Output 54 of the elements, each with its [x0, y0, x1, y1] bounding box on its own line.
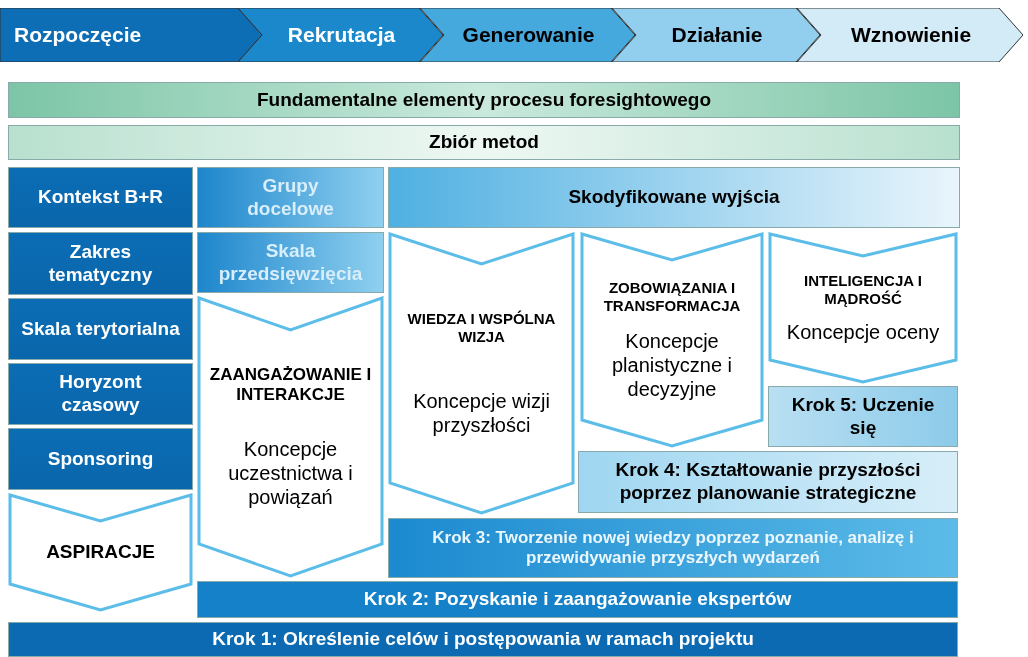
- step-box: [197, 581, 958, 618]
- category-box: [197, 167, 384, 228]
- step-box: [768, 386, 958, 447]
- label: Krok 5: Uczenie się: [790, 393, 936, 440]
- category-box: [8, 363, 193, 425]
- category-box: [8, 428, 193, 490]
- phase-tab: [612, 8, 820, 62]
- step-box: [578, 451, 958, 513]
- label: Krok 2: Pozyskanie i zaangażowanie ekspertów: [363, 588, 792, 611]
- banner: [8, 82, 960, 118]
- phase-tab: [420, 8, 635, 62]
- phase-tab: [0, 8, 262, 62]
- label: Działanie: [671, 22, 763, 48]
- label: Krok 3: Tworzenie nowej wiedzy poprzez poznanie, analizę i przewidywanie przyszłych wydarzeń: [431, 527, 915, 569]
- label: Fundamentalne elementy procesu foresightowego: [257, 88, 711, 112]
- label: Wznowienie: [850, 22, 972, 48]
- heading: ZAANGAŻOWANIE I INTERAKCJE: [208, 365, 373, 406]
- label: Sponsoring: [47, 447, 154, 471]
- description: Koncepcje wizji przyszłości: [412, 388, 551, 437]
- pillar-panel: [580, 232, 764, 448]
- label: Grupy docelowe: [246, 174, 335, 221]
- label: Krok 1: Określenie celów i postępowania w ramach projektu: [212, 628, 754, 651]
- description: Koncepcje oceny: [786, 320, 940, 344]
- output-banner: [388, 167, 960, 228]
- label: Skala terytorialna: [21, 317, 180, 341]
- label: ASPIRACJE: [46, 541, 155, 564]
- phase-tab: [238, 8, 443, 62]
- pillar-panel: [8, 493, 193, 612]
- category-box: [8, 298, 193, 360]
- label: Kontekst B+R: [37, 186, 164, 209]
- category-box: [8, 167, 193, 228]
- description: Koncepcje planistyczne i decyzyjne: [610, 329, 734, 402]
- label: Zbiór metod: [429, 131, 539, 154]
- label: Krok 4: Kształtowanie przyszłości poprzez planowanie strategiczne: [614, 459, 922, 505]
- heading: ZOBOWIĄZANIA I TRANSFORMACJA: [602, 278, 742, 315]
- step-box: [8, 622, 958, 657]
- category-box: [8, 232, 193, 295]
- heading: INTELIGENCJA I MĄDROŚĆ: [803, 272, 923, 308]
- label: Rozpoczęcie: [14, 22, 142, 48]
- step-box: [388, 518, 958, 578]
- heading: WIEDZA I WSPÓLNA WIZJA: [406, 310, 557, 347]
- label: Generowanie: [462, 22, 595, 48]
- label: Zakres tematyczny: [47, 240, 154, 287]
- phase-tab: [797, 8, 1023, 62]
- pillar-panel: [197, 296, 384, 578]
- category-box: [197, 232, 384, 293]
- pillar-panel: [388, 232, 575, 515]
- label: Rekrutacja: [287, 22, 396, 48]
- label: Skodyfikowane wyjścia: [568, 186, 780, 209]
- label: Horyzont czasowy: [58, 371, 143, 417]
- label: Skala przedsięwzięcia: [217, 239, 364, 286]
- banner: [8, 125, 960, 160]
- description: Koncepcje uczestnictwa i powiązań: [227, 436, 354, 509]
- pillar-panel: [768, 232, 958, 384]
